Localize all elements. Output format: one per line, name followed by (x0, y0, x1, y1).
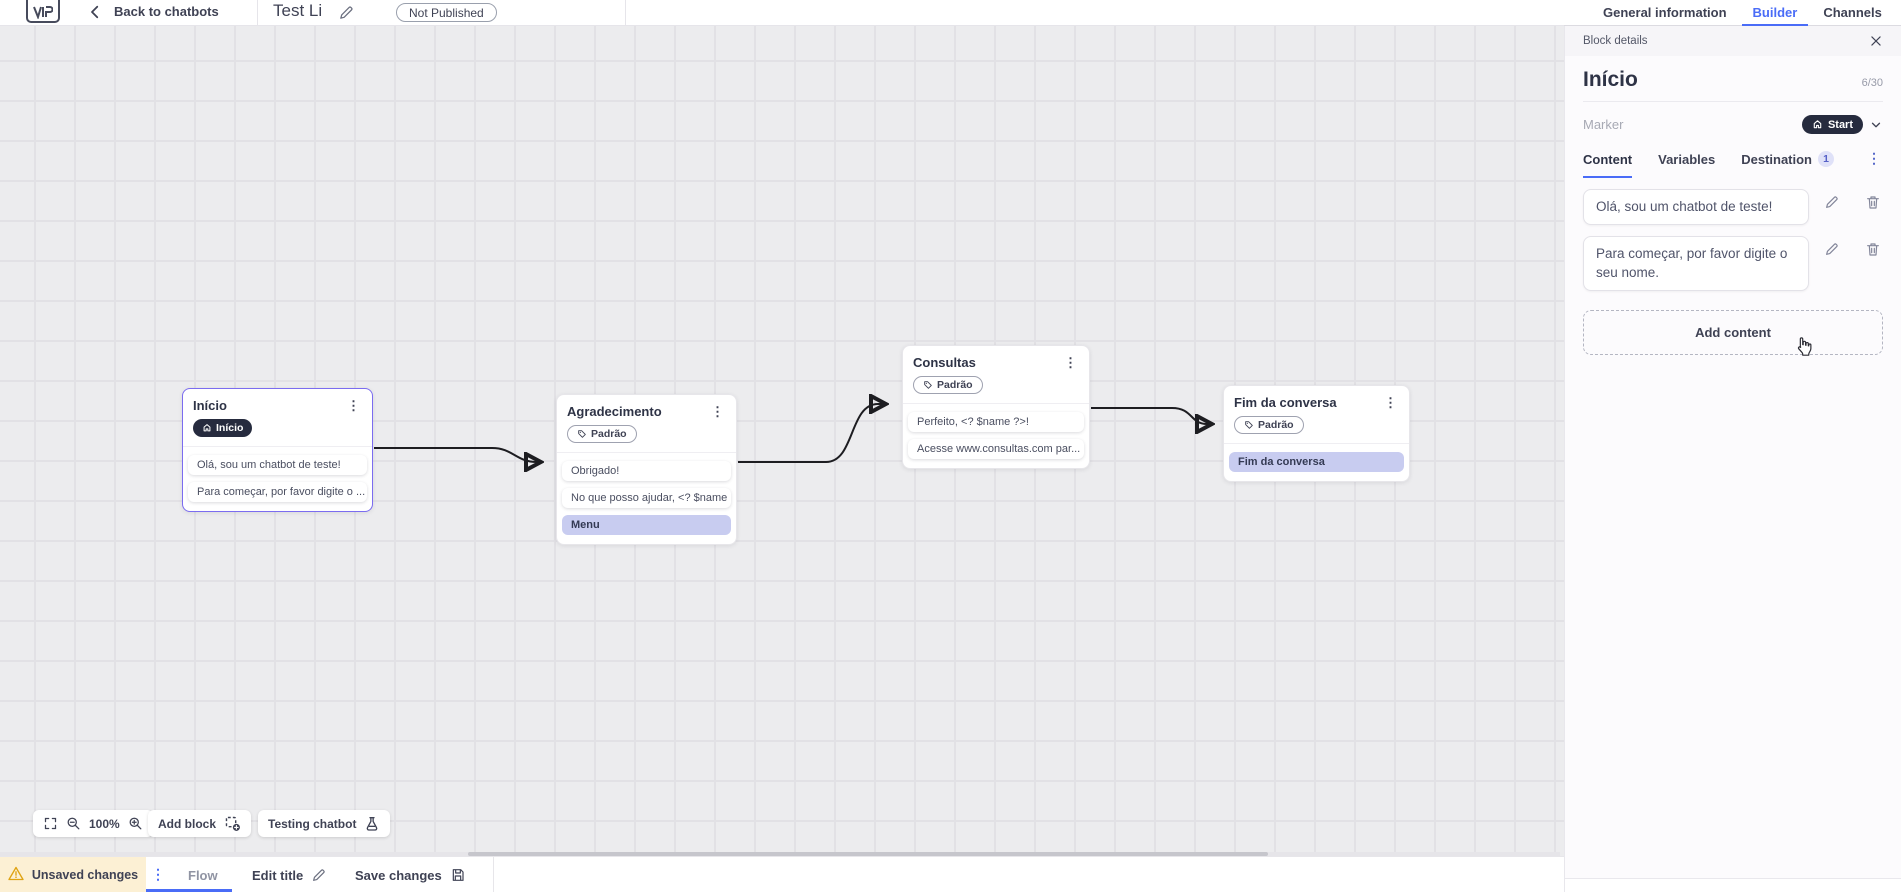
edit-title-pencil-icon[interactable] (338, 4, 355, 26)
block-title: Agradecimento (567, 404, 662, 419)
edit-title-button[interactable]: Edit title (252, 857, 327, 892)
block-button-item[interactable]: Menu (562, 515, 731, 535)
add-block-icon (224, 815, 241, 832)
edit-message-icon[interactable] (1824, 241, 1840, 262)
content-message-row: Olá, sou um chatbot de teste! (1583, 189, 1883, 225)
block-items: Perfeito, <? $name ?>! Acesse www.consul… (903, 404, 1089, 468)
topbar-divider-2 (625, 0, 626, 26)
tab-channels[interactable]: Channels (1823, 4, 1882, 20)
flow-block-agradecimento[interactable]: Agradecimento ⋮ Padrão Obrigado! No que … (556, 394, 737, 545)
block-header: Consultas ⋮ Padrão (903, 346, 1089, 404)
save-changes-button[interactable]: Save changes (355, 857, 466, 892)
message-text[interactable]: Para começar, por favor digite o seu nom… (1583, 235, 1809, 291)
flow-block-fim-da-conversa[interactable]: Fim da conversa ⋮ Padrão Fim da conversa (1223, 385, 1410, 482)
panel-header-title: Block details (1583, 35, 1648, 47)
unsaved-changes-indicator: Unsaved changes (0, 857, 146, 892)
flow-tab-underline (146, 889, 232, 892)
tab-flow[interactable]: Flow (188, 867, 218, 883)
edit-message-icon[interactable] (1824, 194, 1840, 215)
block-menu-icon[interactable]: ⋮ (711, 404, 724, 419)
canvas-hscrollbar-thumb[interactable] (468, 852, 1268, 856)
block-name-input[interactable]: Início (1583, 68, 1638, 91)
block-marker-start[interactable]: Início (193, 419, 253, 437)
block-message-item[interactable]: No que posso ajudar, <? $name ... (562, 488, 731, 508)
block-items: Fim da conversa (1224, 444, 1409, 481)
block-menu-icon[interactable]: ⋮ (1384, 395, 1397, 410)
testing-chatbot-button[interactable]: Testing chatbot (258, 810, 391, 837)
panel-header: Block details (1565, 26, 1901, 56)
add-content-button[interactable]: Add content (1583, 309, 1883, 355)
block-message-item[interactable]: Para começar, por favor digite o ... (188, 482, 367, 502)
bottom-bar-divider (493, 857, 494, 892)
block-header: Fim da conversa ⋮ Padrão (1224, 386, 1409, 444)
panel-footer (1565, 878, 1901, 892)
zoom-out-icon[interactable] (66, 816, 81, 831)
block-marker-padrao[interactable]: Padrão (567, 425, 637, 443)
zoom-controls: 100% (33, 810, 153, 837)
chatbot-title: Test Li (273, 1, 323, 20)
zoom-in-icon[interactable] (128, 816, 143, 831)
delete-message-icon[interactable] (1865, 194, 1881, 215)
back-chevron-icon[interactable] (86, 3, 104, 26)
add-block-button[interactable]: Add block (148, 810, 252, 837)
bottom-bar: Unsaved changes ⋮ Flow Edit title Save c… (0, 856, 1564, 892)
flow-canvas[interactable]: Início ⋮ Início Olá, sou um chatbot de t… (0, 26, 1564, 856)
block-title: Consultas (913, 355, 976, 370)
block-details-panel: Block details Início 6/30 Marker Start (1564, 26, 1901, 892)
block-title: Início (193, 398, 227, 413)
block-marker-padrao[interactable]: Padrão (913, 376, 983, 394)
status-badge: Not Published (396, 3, 497, 22)
tab-content[interactable]: Content (1583, 152, 1633, 178)
block-header: Agradecimento ⋮ Padrão (557, 395, 736, 453)
fullscreen-icon[interactable] (43, 816, 58, 831)
panel-tabs: Content Variables Destination 1 ⋮ (1583, 151, 1883, 178)
block-items: Olá, sou um chatbot de teste! Para começ… (183, 447, 372, 511)
tab-builder[interactable]: Builder (1741, 0, 1809, 26)
main-nav-tabs: General information Builder Channels (1564, 0, 1901, 26)
tab-destination[interactable]: Destination 1 (1741, 151, 1835, 178)
delete-message-icon[interactable] (1865, 241, 1881, 262)
block-items: Obrigado! No que posso ajudar, <? $name … (557, 453, 736, 544)
flow-block-inicio[interactable]: Início ⋮ Início Olá, sou um chatbot de t… (182, 388, 373, 512)
block-message-item[interactable]: Acesse www.consultas.com par... (908, 439, 1084, 459)
bottom-bar-menu-icon[interactable]: ⋮ (151, 866, 165, 882)
top-bar: Back to chatbots Test Li Not Published G… (0, 0, 1901, 26)
block-message-item[interactable]: Perfeito, <? $name ?>! (908, 412, 1084, 432)
name-char-counter: 6/30 (1861, 77, 1883, 89)
block-menu-icon[interactable]: ⋮ (1064, 355, 1077, 370)
flow-block-consultas[interactable]: Consultas ⋮ Padrão Perfeito, <? $name ?>… (902, 345, 1090, 469)
tab-variables[interactable]: Variables (1658, 151, 1716, 167)
tab-general-information[interactable]: General information (1603, 4, 1727, 20)
warning-icon (8, 866, 24, 884)
zoom-level: 100% (89, 816, 120, 831)
block-menu-icon[interactable]: ⋮ (347, 398, 360, 413)
block-title: Fim da conversa (1234, 395, 1337, 410)
block-header: Início ⋮ Início (183, 389, 372, 447)
message-text[interactable]: Olá, sou um chatbot de teste! (1583, 189, 1809, 225)
back-to-chatbots-link[interactable]: Back to chatbots (114, 4, 219, 19)
app-logo-icon[interactable] (26, 0, 60, 23)
content-message-row: Para começar, por favor digite o seu nom… (1583, 235, 1883, 291)
flask-icon (364, 816, 380, 832)
panel-tabs-menu-icon[interactable]: ⋮ (1867, 150, 1881, 166)
block-message-item[interactable]: Olá, sou um chatbot de teste! (188, 455, 367, 475)
name-input-underline (1583, 101, 1883, 102)
block-end-item[interactable]: Fim da conversa (1229, 452, 1404, 472)
block-marker-padrao[interactable]: Padrão (1234, 416, 1304, 434)
close-icon[interactable] (1869, 34, 1883, 48)
destination-count-badge: 1 (1818, 151, 1835, 167)
marker-field[interactable]: Marker (1583, 117, 1624, 132)
topbar-divider (257, 0, 258, 26)
chevron-down-icon[interactable] (1869, 118, 1883, 132)
block-message-item[interactable]: Obrigado! (562, 461, 731, 481)
start-marker-pill[interactable]: Start (1801, 115, 1863, 134)
